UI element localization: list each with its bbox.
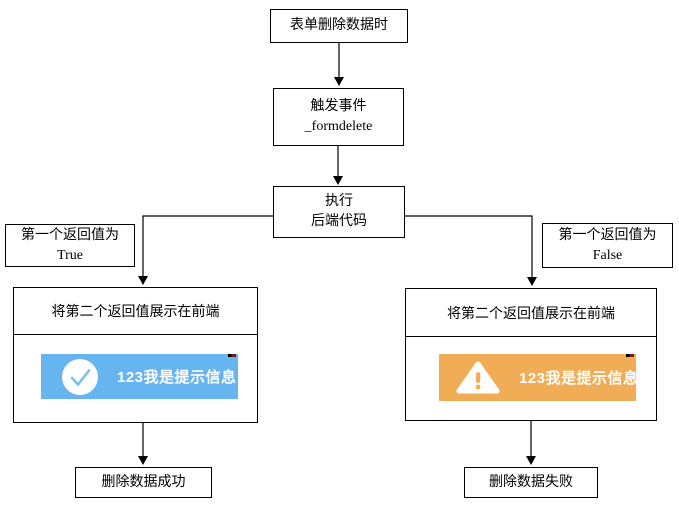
- toast-corner-artifact: [626, 354, 634, 357]
- node-trigger-line2: _formdelete: [304, 119, 373, 134]
- condition-true-line2: True: [57, 247, 83, 263]
- node-show-result-true: 将第二个返回值展示在前端 123我是提示信息: [13, 287, 258, 423]
- node-trigger-event: 触发事件 _formdelete: [273, 88, 404, 146]
- condition-false-line2: False: [592, 247, 623, 263]
- node-show-result-false: 将第二个返回值展示在前端 123我是提示信息: [405, 288, 657, 421]
- node-start-label: 表单删除数据时: [290, 18, 388, 34]
- node-execute-line2: 后端代码: [311, 214, 367, 229]
- toast-corner-artifact: [228, 354, 236, 357]
- show-result-true-title: 将第二个返回值展示在前端: [14, 288, 257, 335]
- node-execute-line1: 执行: [325, 194, 353, 210]
- show-result-false-title: 将第二个返回值展示在前端: [406, 289, 656, 337]
- check-circle-icon: [62, 358, 98, 395]
- node-condition-true: 第一个返回值为 True: [5, 224, 135, 267]
- warning-toast-message: 123我是提示信息: [519, 370, 639, 387]
- end-success-label: 删除数据成功: [101, 474, 186, 490]
- end-failure-label: 删除数据失败: [489, 474, 573, 490]
- node-end-failure: 删除数据失败: [464, 467, 598, 498]
- node-trigger-line1: 触发事件: [310, 99, 367, 115]
- condition-false-line1: 第一个返回值为: [558, 227, 657, 243]
- node-execute-backend: 执行 后端代码: [273, 186, 405, 238]
- node-start: 表单删除数据时: [270, 9, 408, 43]
- node-end-success: 删除数据成功: [75, 467, 212, 498]
- node-condition-false: 第一个返回值为 False: [542, 223, 673, 268]
- condition-true-line1: 第一个返回值为: [21, 227, 119, 243]
- success-toast-message: 123我是提示信息: [117, 369, 237, 386]
- warning-triangle-icon: [456, 361, 500, 395]
- success-toast: 123我是提示信息: [41, 354, 238, 399]
- warning-toast: 123我是提示信息: [439, 354, 639, 401]
